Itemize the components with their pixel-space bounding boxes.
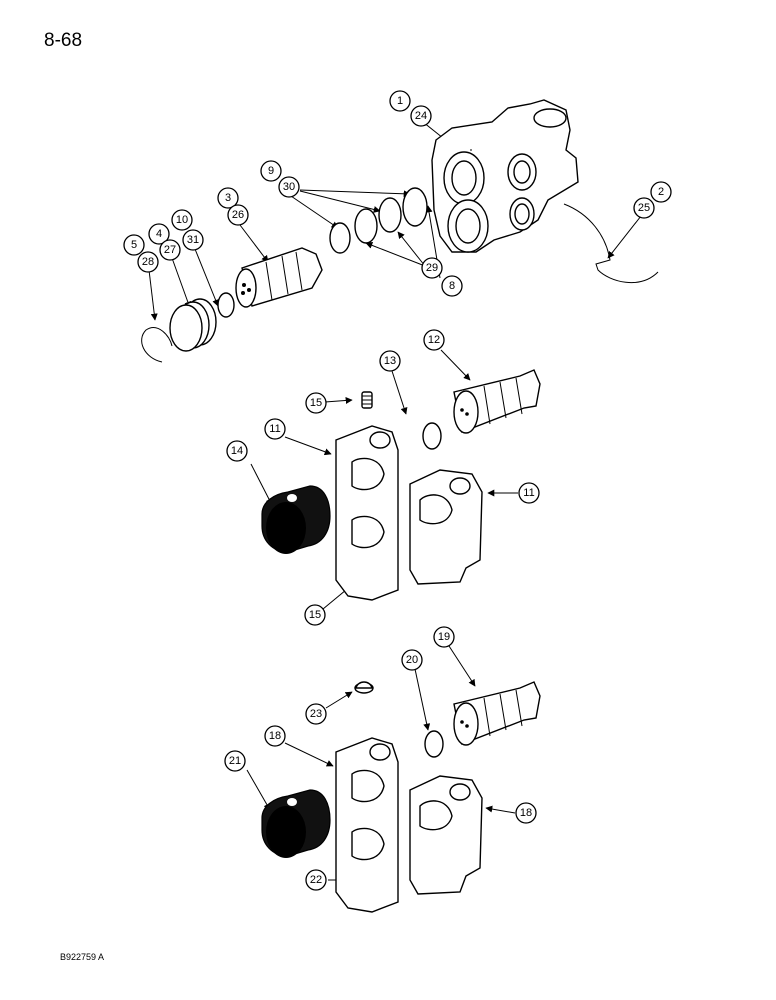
callout-22: 22 bbox=[305, 869, 327, 891]
bracket-half-18-left bbox=[335, 737, 399, 913]
callout-28-label: 28 bbox=[142, 256, 154, 268]
callout-15-upper: 15 bbox=[305, 392, 327, 414]
callout-13-label: 13 bbox=[384, 355, 396, 367]
callout-10: 10 bbox=[171, 209, 193, 231]
spring-rings bbox=[169, 298, 217, 352]
knob-21 bbox=[261, 789, 331, 858]
callout-9-label: 9 bbox=[268, 165, 274, 177]
callout-5-label: 5 bbox=[131, 239, 137, 251]
callout-29: 29 bbox=[421, 257, 443, 279]
o-ring-20 bbox=[424, 730, 444, 758]
callout-27: 27 bbox=[159, 239, 181, 261]
callout-4: 4 bbox=[148, 223, 170, 245]
callout-25: 25 bbox=[633, 197, 655, 219]
callout-5: 5 bbox=[123, 234, 145, 256]
bracket-half-11-right bbox=[409, 469, 483, 585]
page-number: 8-68 bbox=[44, 30, 83, 51]
callout-30: 30 bbox=[278, 176, 300, 198]
callout-31: 31 bbox=[182, 229, 204, 251]
leader-lines bbox=[148, 121, 642, 884]
callout-29-label: 29 bbox=[426, 262, 438, 274]
callout-22-label: 22 bbox=[310, 874, 322, 886]
callout-9: 9 bbox=[260, 160, 282, 182]
o-ring-13 bbox=[422, 422, 442, 450]
figure-code: B922759 A bbox=[60, 952, 105, 962]
valve-body bbox=[431, 99, 579, 253]
callout-12-label: 12 bbox=[428, 334, 440, 346]
callout-27-label: 27 bbox=[164, 244, 176, 256]
callout-18-right: 18 bbox=[515, 802, 537, 824]
callout-11-right: 11 bbox=[518, 482, 540, 504]
callout-2: 2 bbox=[650, 181, 672, 203]
callout-4-label: 4 bbox=[156, 228, 162, 240]
callout-25-label: 25 bbox=[638, 202, 650, 214]
callout-11-left: 11 bbox=[264, 418, 286, 440]
callout-11a-label: 11 bbox=[269, 423, 280, 435]
callout-8-label: 8 bbox=[449, 280, 455, 292]
callout-19-label: 19 bbox=[438, 631, 450, 643]
small-ring bbox=[217, 292, 235, 318]
bracket-half-11-left bbox=[335, 425, 399, 601]
coupler-spool bbox=[235, 247, 323, 308]
callout-1-label: 1 bbox=[397, 95, 403, 107]
coupler-19 bbox=[453, 681, 541, 746]
callout-24-label: 24 bbox=[415, 110, 427, 122]
bracket-half-18-right bbox=[409, 775, 483, 895]
callout-19: 19 bbox=[433, 626, 455, 648]
callout-18-left: 18 bbox=[264, 725, 286, 747]
callout-26: 26 bbox=[227, 204, 249, 226]
callout-21-label: 21 bbox=[229, 755, 241, 767]
callout-30-label: 30 bbox=[283, 181, 295, 193]
callout-1: 1 bbox=[389, 90, 411, 112]
callout-23-label: 23 bbox=[310, 708, 322, 720]
callout-26-label: 26 bbox=[232, 209, 244, 221]
knob-14 bbox=[261, 485, 331, 554]
callout-2-label: 2 bbox=[658, 186, 664, 198]
callout-13: 13 bbox=[379, 350, 401, 372]
callout-11b-label: 11 bbox=[523, 487, 534, 499]
callout-14: 14 bbox=[226, 440, 248, 462]
callout-3-label: 3 bbox=[225, 192, 231, 204]
plug-23 bbox=[354, 681, 374, 694]
callout-15b-label: 15 bbox=[309, 609, 321, 621]
callout-20-label: 20 bbox=[406, 654, 418, 666]
callout-8: 8 bbox=[441, 275, 463, 297]
callout-18b-label: 18 bbox=[520, 807, 532, 819]
callout-28: 28 bbox=[137, 251, 159, 273]
callout-15a-label: 15 bbox=[310, 397, 322, 409]
callout-18a-label: 18 bbox=[269, 730, 281, 742]
screw-15-upper bbox=[361, 391, 373, 409]
callout-12: 12 bbox=[423, 329, 445, 351]
callout-21: 21 bbox=[224, 750, 246, 772]
callout-14-label: 14 bbox=[231, 445, 243, 457]
snap-ring bbox=[141, 327, 173, 363]
callout-15-lower: 15 bbox=[304, 604, 326, 626]
callout-20: 20 bbox=[401, 649, 423, 671]
callout-23: 23 bbox=[305, 703, 327, 725]
callout-24: 24 bbox=[410, 105, 432, 127]
retaining-wire bbox=[563, 203, 659, 284]
callout-31-label: 31 bbox=[187, 234, 199, 246]
callout-10-label: 10 bbox=[176, 214, 188, 226]
seal-rings bbox=[329, 187, 428, 254]
callout-3: 3 bbox=[217, 187, 239, 209]
coupler-12 bbox=[453, 369, 541, 434]
